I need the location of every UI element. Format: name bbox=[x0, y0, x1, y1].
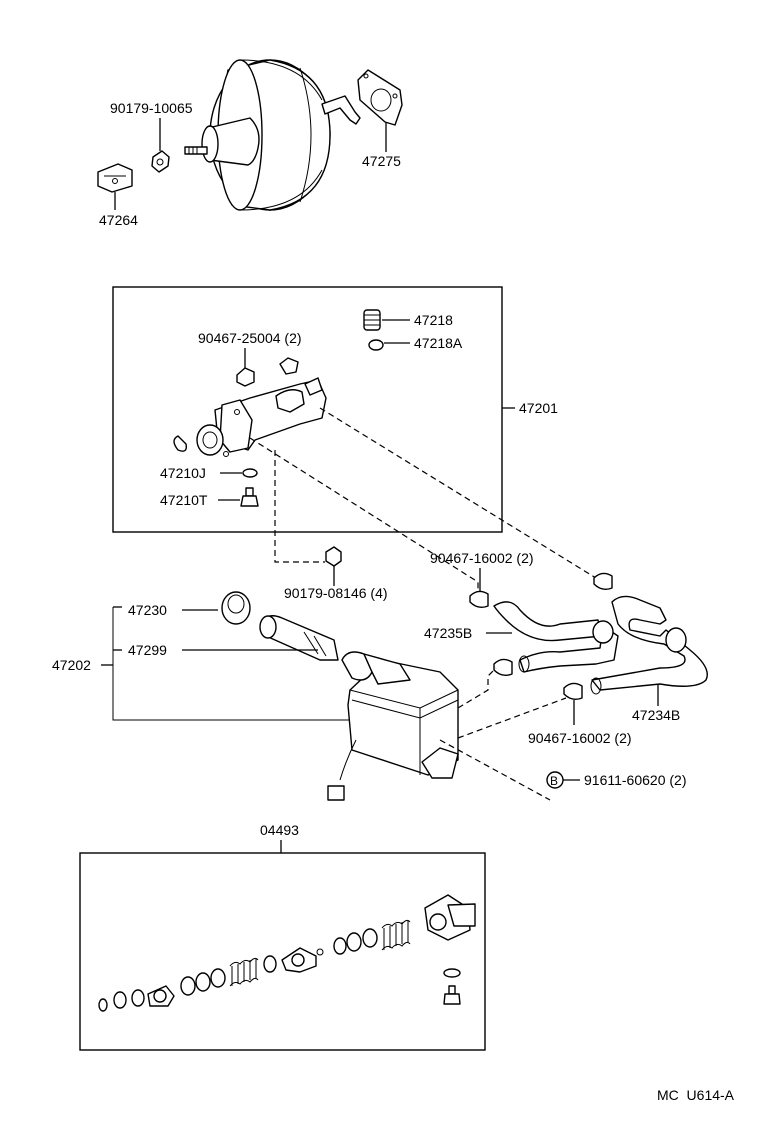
bolt-code-badge: B bbox=[546, 771, 564, 789]
clamp-lower-parts[interactable] bbox=[493, 658, 583, 701]
reservoir-assy-label: 47202 bbox=[52, 657, 91, 673]
booster-clevis-label: 47264 bbox=[99, 212, 138, 228]
master-cylinder-assy-label: 47201 bbox=[519, 400, 558, 416]
hose-a-part[interactable] bbox=[590, 595, 708, 695]
master-cylinder-body[interactable] bbox=[173, 377, 327, 457]
reservoir-grommet-part[interactable] bbox=[368, 339, 384, 351]
clamp-upper-parts[interactable] bbox=[469, 572, 613, 609]
bleeder-plug-label: 47210T bbox=[160, 492, 208, 508]
hose-b-label: 47235B bbox=[424, 625, 472, 641]
reservoir-strainer-label: 47299 bbox=[128, 642, 167, 658]
clamp-upper-label: 90467-16002 (2) bbox=[430, 550, 534, 566]
reservoir-grommet-label: 47218A bbox=[414, 335, 463, 351]
reservoir-cap-label: 47218 bbox=[414, 312, 453, 328]
booster-clevis-part[interactable] bbox=[97, 163, 133, 193]
reservoir-tank[interactable] bbox=[327, 651, 459, 801]
mount-nut-part[interactable] bbox=[325, 546, 342, 567]
bleeder-plug-part[interactable] bbox=[240, 487, 259, 507]
hose-a-label: 47234B bbox=[632, 707, 680, 723]
reservoir-strainer-part[interactable] bbox=[259, 615, 339, 661]
union-nut-label: 90467-25004 (2) bbox=[198, 330, 302, 346]
reservoir-cap2-label: 47230 bbox=[128, 602, 167, 618]
hose-b-part[interactable] bbox=[493, 601, 619, 673]
diagram-code-label: MC U614-A bbox=[657, 1087, 735, 1103]
booster-nut-label: 90179-10065 bbox=[110, 100, 193, 116]
bleeder-cap-part[interactable] bbox=[242, 468, 258, 478]
repair-kit-parts[interactable] bbox=[98, 894, 476, 1012]
repair-kit-frame bbox=[79, 852, 486, 1051]
booster-nut-part[interactable] bbox=[151, 150, 170, 173]
booster-gasket-part[interactable] bbox=[357, 69, 403, 126]
bleeder-cap-label: 47210J bbox=[160, 465, 206, 481]
master-cylinder-frame bbox=[112, 286, 503, 533]
reservoir-cap2-part[interactable] bbox=[221, 591, 251, 625]
brake-booster[interactable] bbox=[184, 59, 361, 211]
union-nut-parts[interactable] bbox=[236, 357, 299, 387]
bolt-code-label: B bbox=[550, 774, 558, 788]
booster-gasket-label: 47275 bbox=[362, 153, 401, 169]
repair-kit-label: 04493 bbox=[260, 822, 299, 838]
clamp-lower-label: 90467-16002 (2) bbox=[528, 730, 632, 746]
reservoir-cap-part[interactable] bbox=[363, 309, 381, 331]
mount-nut-label: 90179-08146 (4) bbox=[284, 585, 388, 601]
bolt-label: 91611-60620 (2) bbox=[584, 772, 686, 788]
